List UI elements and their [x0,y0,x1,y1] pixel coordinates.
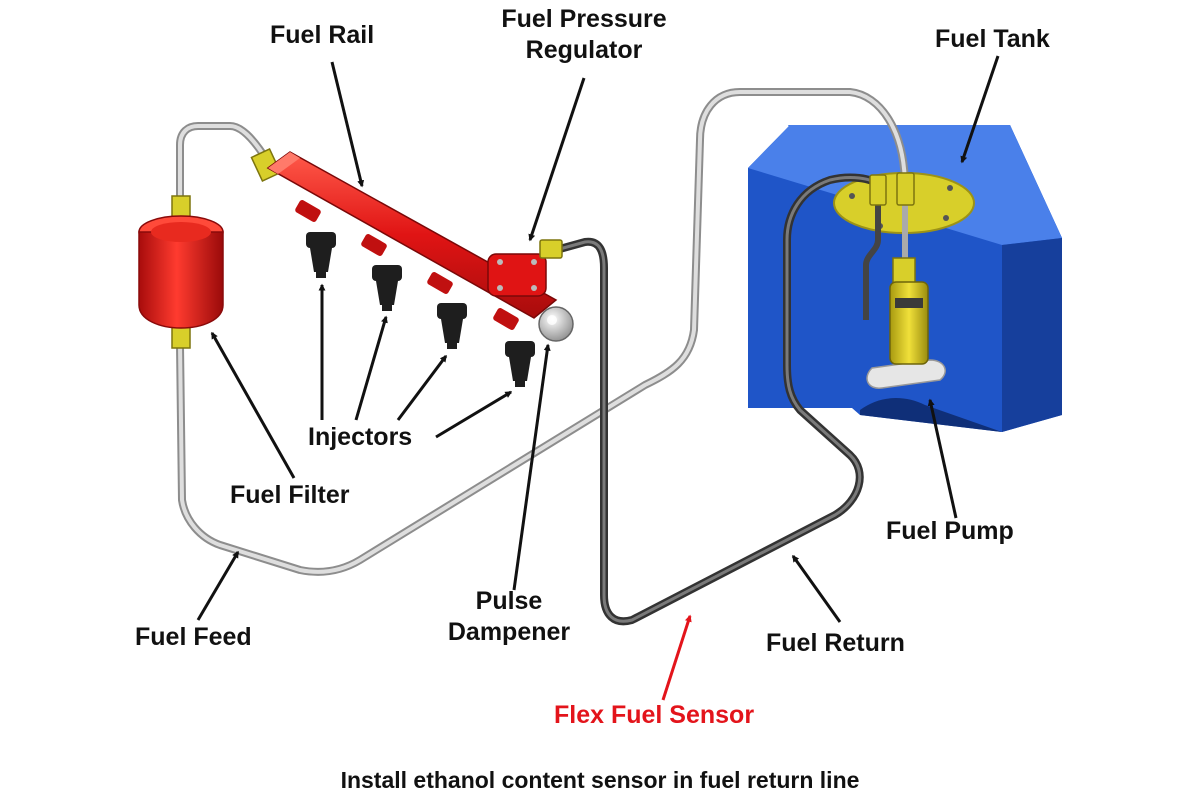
arrow-fuel-filter [210,331,296,479]
label-fuel-pressure-regulator: Fuel Pressure Regulator [468,4,700,66]
label-injectors: Injectors [308,423,413,451]
arrow-fuel-tank [960,55,1000,164]
fuel-filter-icon [138,195,224,349]
arrow-fuel-feed [196,550,240,621]
arrow-fuel-pressure-regulator [528,77,586,242]
label-pulse-dampener: Pulse Dampener [436,586,582,648]
label-fuel-feed: Fuel Feed [135,623,252,651]
pulse-dampener-icon [538,306,574,342]
tank-feed-fitting [896,172,915,206]
pressure-regulator-icon [487,239,563,297]
fuel-return-line [552,173,882,626]
arrow-fuel-return [791,554,842,623]
arrow-fuel-pump [927,398,958,519]
arrow-flex-fuel-sensor [661,614,692,701]
arrow-fuel-rail [330,61,365,188]
tank-return-fitting [869,174,887,206]
label-fuel-tank: Fuel Tank [935,25,1050,53]
label-flex-fuel-sensor: Flex Fuel Sensor [554,701,755,729]
label-fuel-rail: Fuel Rail [270,21,375,49]
injector-icon [306,232,535,387]
label-fuel-return: Fuel Return [766,629,905,657]
fuel-pump-icon [866,257,946,389]
arrow-injector-4 [435,390,513,439]
arrow-injector-2 [354,315,388,421]
label-arrows [196,55,1000,623]
arrow-injector-3 [396,354,448,421]
label-fuel-pressure-regulator-line2: Regulator [525,36,643,64]
fuel-rail-icon [250,147,558,330]
label-fuel-filter: Fuel Filter [230,481,350,509]
diagram-caption: Install ethanol content sensor in fuel r… [340,767,860,793]
label-fuel-pressure-regulator-line1: Fuel Pressure [501,5,667,33]
label-pulse-dampener-line2: Dampener [447,618,571,646]
arrow-pulse-dampener [512,343,551,591]
label-pulse-dampener-line1: Pulse [475,587,543,615]
fuel-feed-line [176,88,909,576]
label-fuel-pump: Fuel Pump [886,517,1014,545]
